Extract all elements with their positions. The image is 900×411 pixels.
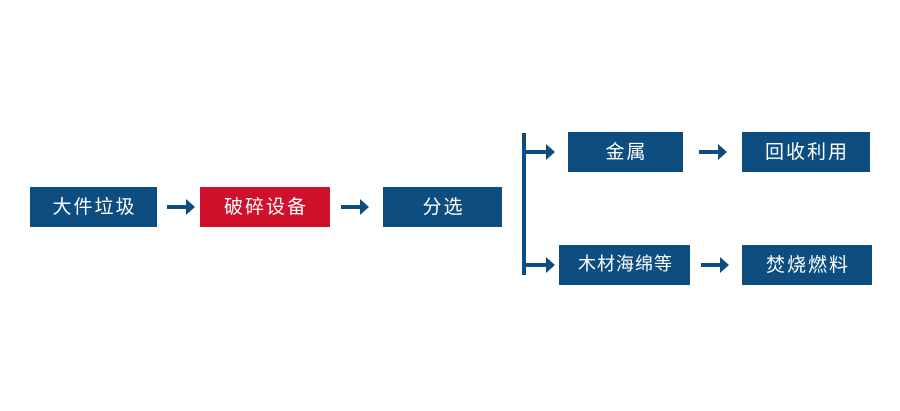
node-sorting[interactable]: 分选: [383, 187, 502, 227]
arrow-right-icon-bulky-to-crusher: [166, 193, 196, 221]
arrow-right-icon-crusher-to-sorting: [340, 193, 370, 221]
branch-arrow-right-icon-wood-sponge: [524, 251, 556, 279]
node-crushing-equipment-label: 破碎设备: [223, 195, 308, 218]
node-incineration-fuel-label: 焚烧燃料: [765, 253, 850, 276]
node-metal-label: 金属: [605, 140, 648, 163]
split-connector-vertical-line: [522, 133, 526, 275]
node-incineration-fuel[interactable]: 焚烧燃料: [742, 245, 872, 285]
node-sorting-label: 分选: [422, 195, 465, 218]
arrow-right-icon-metal-to-recycling: [698, 138, 728, 166]
branch-arrow-right-icon-metal: [524, 138, 556, 166]
node-wood-sponge-etc[interactable]: 木材海绵等: [559, 245, 690, 285]
node-recycling-reuse[interactable]: 回收利用: [742, 132, 870, 172]
node-bulky-waste-label: 大件垃圾: [52, 195, 137, 218]
node-metal[interactable]: 金属: [568, 132, 683, 172]
node-wood-sponge-etc-label: 木材海绵等: [578, 254, 673, 275]
node-crushing-equipment[interactable]: 破碎设备: [200, 187, 330, 227]
node-recycling-reuse-label: 回收利用: [764, 140, 849, 163]
node-bulky-waste[interactable]: 大件垃圾: [30, 187, 157, 227]
arrow-right-icon-wood-to-incineration: [700, 251, 730, 279]
